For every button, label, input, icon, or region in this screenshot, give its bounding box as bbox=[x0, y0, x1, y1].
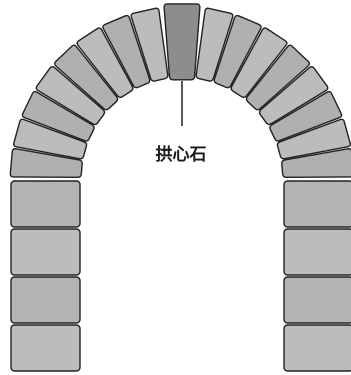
voussoir-right-5 bbox=[245, 44, 311, 111]
left-pillar-block-2 bbox=[10, 228, 81, 276]
left-pillar bbox=[10, 180, 81, 372]
arch-voussoirs bbox=[9, 7, 351, 179]
keystone-label: 拱心石 bbox=[155, 145, 207, 165]
voussoir-left-4 bbox=[35, 65, 106, 126]
voussoir-left-2 bbox=[13, 118, 88, 160]
voussoir-right-7 bbox=[213, 14, 262, 89]
right-pillar-block-4 bbox=[283, 324, 351, 372]
voussoir-left-7 bbox=[102, 14, 151, 89]
voussoir-left-8 bbox=[130, 7, 169, 82]
left-pillar-block-3 bbox=[10, 276, 81, 324]
voussoir-right-1 bbox=[281, 148, 351, 179]
voussoir-left-5 bbox=[53, 44, 119, 111]
keystone-group bbox=[163, 3, 201, 81]
right-pillar-block-2 bbox=[283, 228, 351, 276]
voussoir-left-1 bbox=[9, 148, 83, 179]
right-pillar-block-3 bbox=[283, 276, 351, 324]
voussoir-right-3 bbox=[269, 90, 343, 142]
right-pillar bbox=[283, 180, 351, 372]
voussoir-right-2 bbox=[276, 118, 351, 160]
voussoir-left-3 bbox=[21, 90, 95, 142]
voussoir-right-4 bbox=[258, 65, 329, 126]
voussoir-right-8 bbox=[195, 7, 234, 82]
voussoir-left-6 bbox=[76, 27, 134, 99]
left-pillar-block-4 bbox=[10, 324, 81, 372]
keystone bbox=[163, 3, 201, 81]
voussoir-right-6 bbox=[230, 27, 288, 99]
left-pillar-block-1 bbox=[10, 180, 81, 228]
right-pillar-block-1 bbox=[283, 180, 351, 228]
